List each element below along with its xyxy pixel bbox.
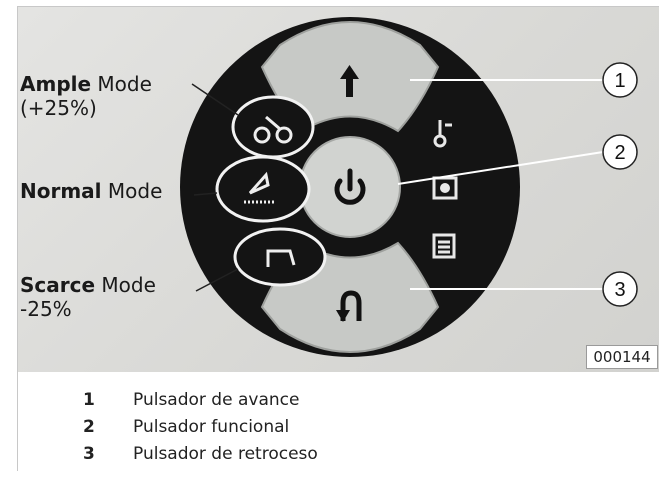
arrow-return-icon	[336, 290, 362, 322]
callout-circle-3	[602, 271, 638, 307]
frame-top-line	[17, 6, 659, 7]
legend-number: 3	[83, 443, 95, 464]
legend-item: 2 Pulsador funcional	[83, 413, 318, 440]
disc-icon	[432, 176, 458, 200]
scarce-mode-label: Scarce Mode -25%	[20, 273, 156, 321]
legend-text: Pulsador de retroceso	[133, 443, 318, 464]
control-dial-illustration: 1 2 3	[180, 17, 638, 357]
brush-mode-icon	[215, 155, 311, 223]
callout-circle-1	[602, 62, 638, 98]
thermometer-icon	[433, 120, 452, 148]
callout-circle-2	[602, 134, 638, 170]
legend-text: Pulsador funcional	[133, 416, 290, 437]
mode-suffix-ample: Mode	[91, 72, 152, 96]
mode-name-ample: Ample	[20, 72, 92, 96]
arrow-up-icon	[340, 65, 359, 97]
legend-text: Pulsador de avance	[133, 389, 300, 410]
legend-number: 2	[83, 416, 95, 437]
legend-item: 1 Pulsador de avance	[83, 386, 318, 413]
legend-number: 1	[83, 389, 95, 410]
mode-suffix-normal: Mode	[101, 179, 163, 203]
mode-note-scarce: -25%	[20, 297, 72, 321]
power-icon	[334, 168, 366, 205]
list-icon	[432, 233, 456, 259]
frame-left-line	[17, 6, 18, 471]
callout-number-1: 1	[614, 70, 625, 92]
callout-number-2: 2	[614, 142, 625, 164]
mode-name-scarce: Scarce	[20, 273, 96, 297]
mode-note-ample: (+25%)	[20, 96, 97, 120]
image-code-tag: 000144	[586, 345, 658, 369]
control-panel-photo: 1 2 3 Ample Mode (+25%) Normal Mode Scar…	[18, 7, 659, 372]
scraper-mode-icon	[233, 227, 327, 287]
mode-suffix-scarce: Mode	[95, 273, 156, 297]
wheel-mode-icon	[231, 95, 315, 159]
normal-mode-label: Normal Mode	[20, 179, 162, 203]
mode-name-normal: Normal	[20, 179, 102, 203]
legend-list: 1 Pulsador de avance 2 Pulsador funciona…	[83, 386, 318, 467]
legend-item: 3 Pulsador de retroceso	[83, 440, 318, 467]
ample-mode-label: Ample Mode (+25%)	[20, 72, 152, 120]
callout-number-3: 3	[614, 279, 625, 301]
